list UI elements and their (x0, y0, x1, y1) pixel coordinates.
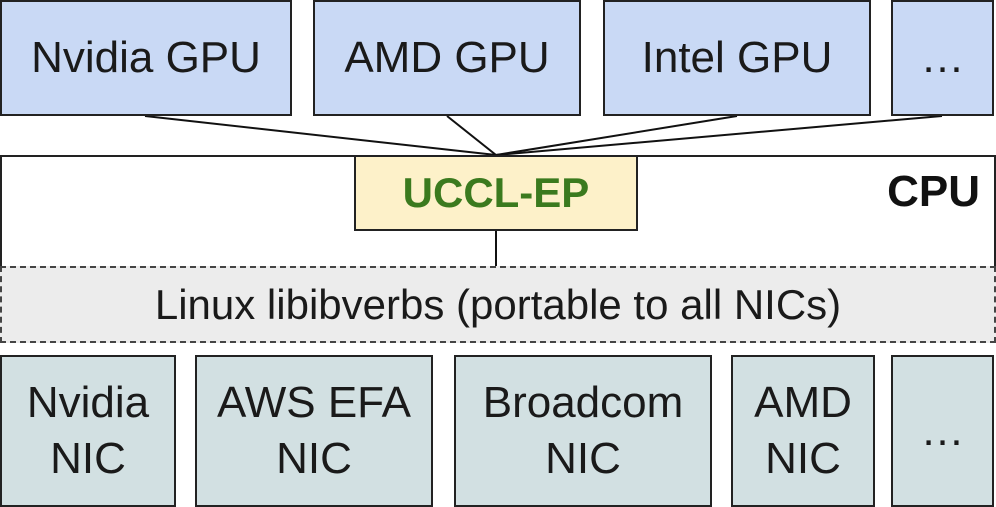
nic-label-line2: NIC (765, 434, 841, 483)
line-amd-gpu-to-uccl (446, 115, 497, 156)
nic-label-line1: AWS EFA (217, 378, 411, 427)
line-nvidia-gpu-to-uccl (144, 115, 497, 156)
nic-label-line1: … (920, 406, 965, 455)
nic-box-aws-efa: AWS EFA NIC (195, 355, 433, 507)
gpu-box-more: … (891, 0, 994, 116)
nic-label-line1: Broadcom (482, 378, 684, 427)
nic-label-line2: NIC (276, 434, 352, 483)
nic-label-line1: Nvidia (26, 378, 150, 427)
nic-label-line1: AMD (754, 378, 852, 427)
gpu-box-amd: AMD GPU (313, 0, 581, 116)
nic-box-broadcom: Broadcom NIC (454, 355, 712, 507)
gpu-box-nvidia: Nvidia GPU (0, 0, 292, 116)
nic-box-nvidia: Nvidia NIC (0, 355, 176, 507)
uccl-ep-box: UCCL-EP (354, 155, 638, 231)
nic-label-line2: NIC (50, 434, 126, 483)
nic-box-more: … (891, 355, 994, 507)
nic-label-line2: NIC (545, 434, 621, 483)
libibverbs-layer: Linux libibverbs (portable to all NICs) (0, 266, 996, 343)
nic-box-amd: AMD NIC (731, 355, 875, 507)
gpu-box-intel: Intel GPU (603, 0, 871, 116)
cpu-label: CPU (887, 167, 980, 216)
line-intel-gpu-to-uccl (495, 115, 738, 156)
line-more-gpu-to-uccl (495, 115, 943, 156)
